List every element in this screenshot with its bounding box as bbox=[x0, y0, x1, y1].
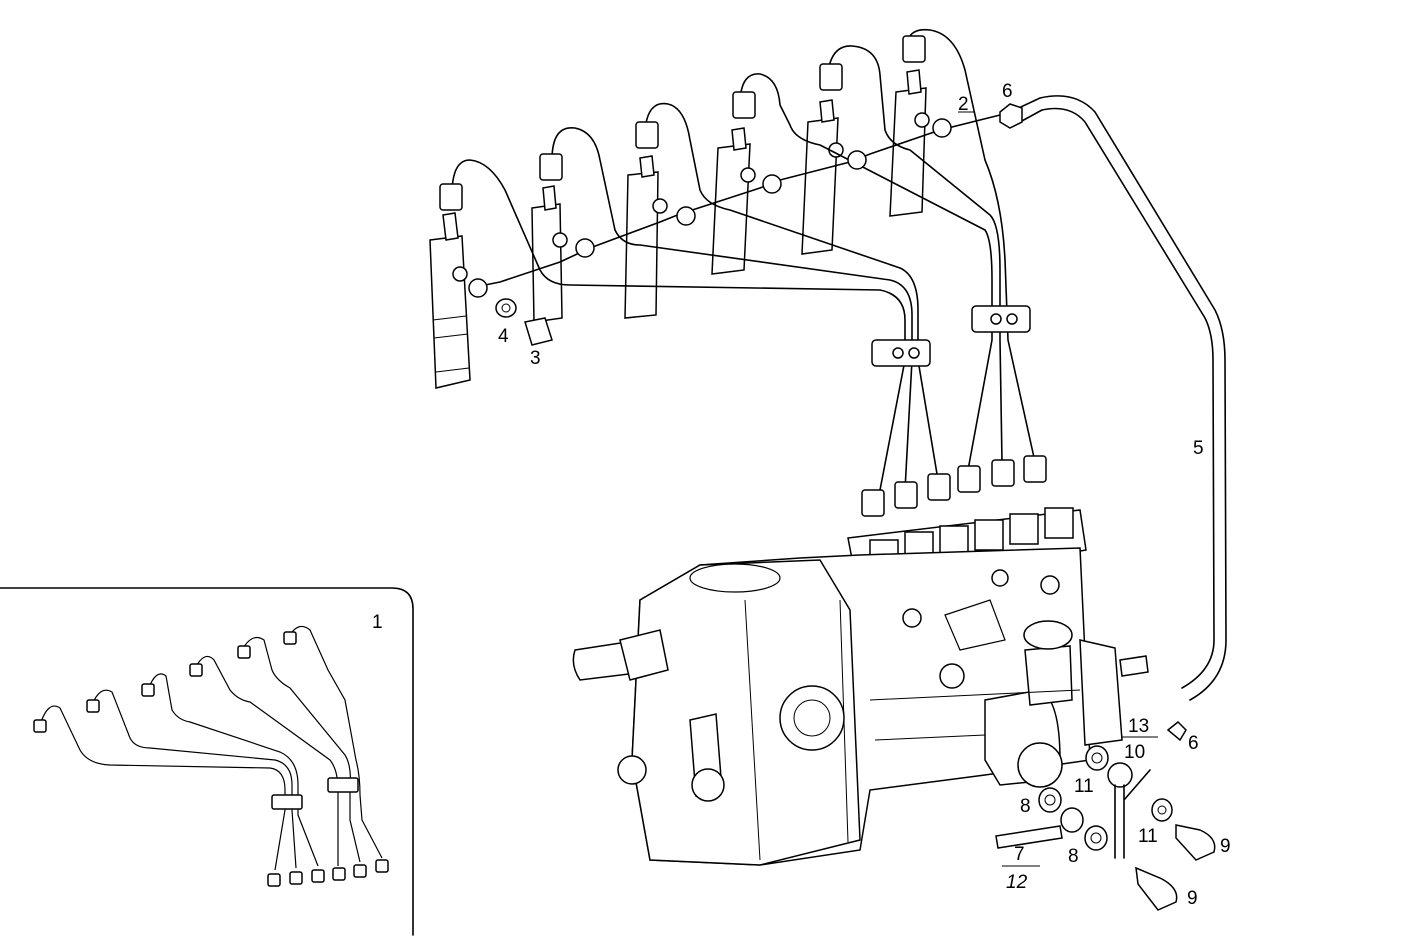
label-cap-13: 13 bbox=[1128, 716, 1149, 737]
seal-11-b bbox=[1151, 798, 1173, 822]
label-bolt-7: 7 bbox=[1014, 844, 1025, 865]
callout-labels: 1 2 3 4 5 6 6 7 8 8 9 9 10 11 11 12 13 bbox=[372, 81, 1231, 909]
label-seal-11-a: 11 bbox=[1074, 776, 1094, 797]
bolt-3 bbox=[524, 317, 553, 346]
label-return-pipe-5: 5 bbox=[1193, 438, 1204, 459]
injectors bbox=[429, 69, 930, 389]
seal-11-a bbox=[1085, 745, 1109, 771]
cap-13 bbox=[1166, 720, 1187, 742]
label-bolt-3: 3 bbox=[530, 348, 541, 369]
small-parts-upper bbox=[495, 103, 1023, 346]
inset-pipe-set bbox=[33, 625, 389, 887]
leak-off-line bbox=[468, 114, 1001, 298]
inset-frame bbox=[0, 587, 414, 936]
nut-6 bbox=[999, 103, 1023, 129]
label-washer-4: 4 bbox=[498, 326, 509, 347]
label-bolt-12: 12 bbox=[1006, 872, 1028, 893]
injection-pipes bbox=[439, 28, 1047, 517]
injection-pump bbox=[572, 507, 1149, 866]
washer-8-a bbox=[1038, 787, 1062, 813]
label-banjo-10: 10 bbox=[1124, 742, 1145, 763]
label-bolt-9-b: 9 bbox=[1187, 888, 1198, 909]
banjo-10 bbox=[1107, 762, 1133, 788]
return-pipe bbox=[1009, 95, 1227, 701]
label-washer-8-b: 8 bbox=[1068, 846, 1079, 867]
label-inset: 1 bbox=[372, 612, 383, 633]
label-nut-6-side: 6 bbox=[1188, 733, 1199, 754]
small-parts-lower bbox=[995, 720, 1216, 911]
bolt-9-b bbox=[1135, 866, 1178, 911]
label-seal-11-b: 11 bbox=[1138, 826, 1158, 847]
bolt-9-a bbox=[1175, 824, 1216, 861]
label-pipe-2: 2 bbox=[958, 94, 969, 115]
washer-4 bbox=[495, 298, 517, 318]
washer-8-b bbox=[1084, 825, 1108, 851]
washer-8-b-upper bbox=[1060, 807, 1084, 833]
bolt-7 bbox=[995, 825, 1063, 849]
label-washer-8-a: 8 bbox=[1020, 796, 1031, 817]
label-bolt-9-a: 9 bbox=[1220, 836, 1231, 857]
label-nut-6-top: 6 bbox=[1002, 81, 1013, 102]
